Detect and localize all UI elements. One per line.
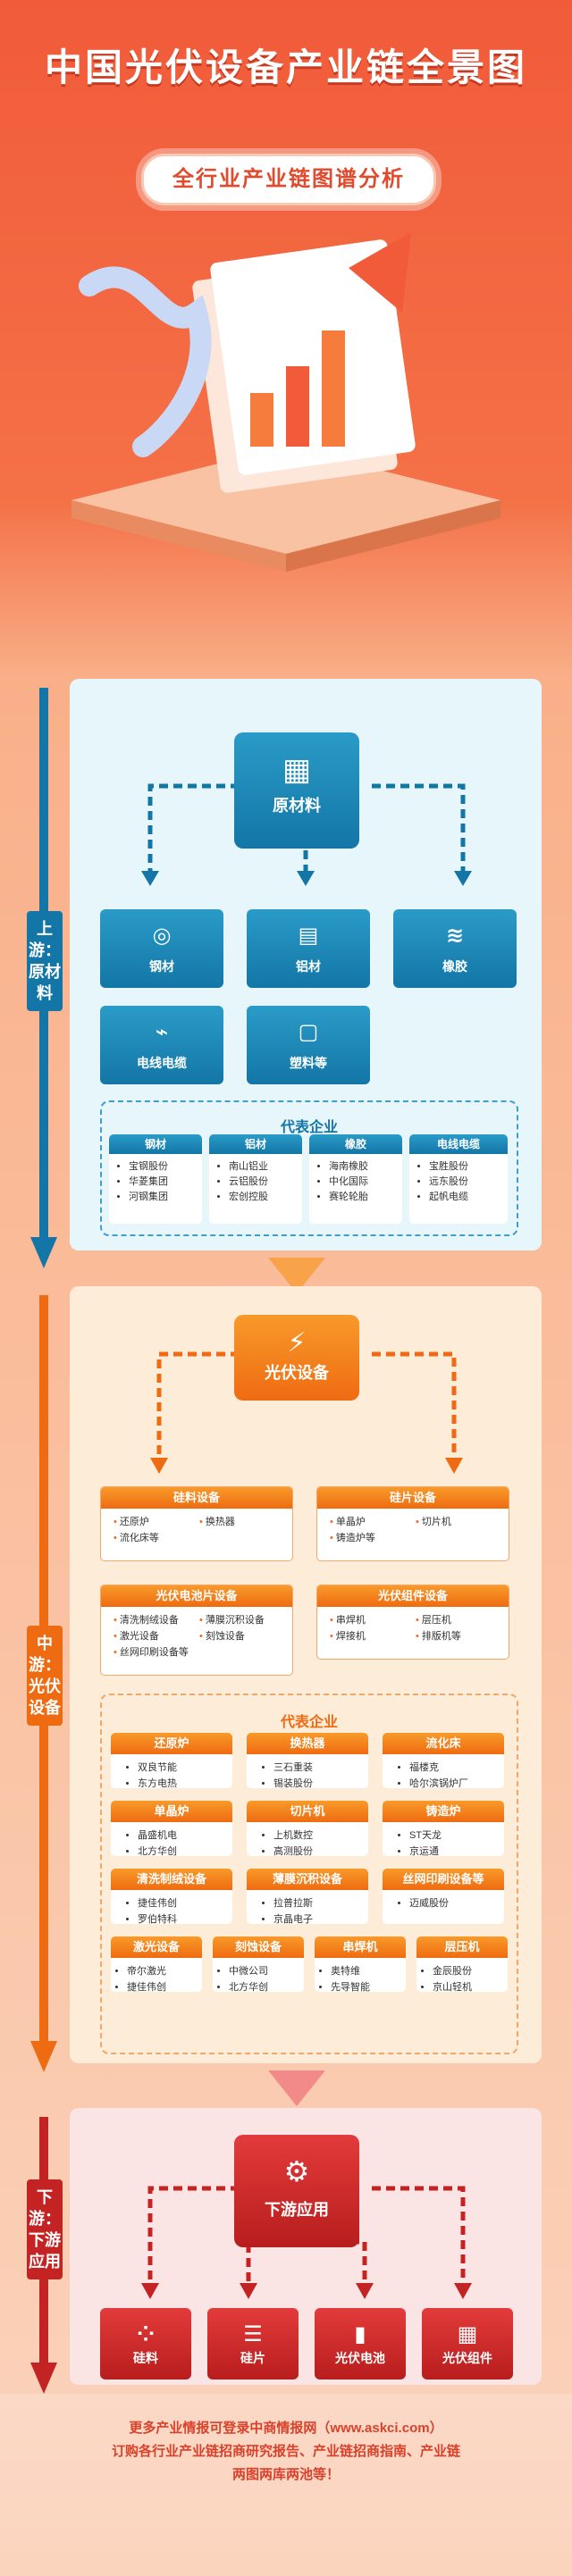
midstream-connectors bbox=[150, 1351, 463, 1474]
company-box: 清洗制绒设备捷佳伟创罗伯特科 bbox=[111, 1869, 232, 1924]
midstream-hub: ⚡ 光伏设备 bbox=[234, 1315, 359, 1401]
midstream-rep-title: 代表企业 bbox=[280, 1715, 338, 1730]
company-box: 铸造炉ST天龙京运通 bbox=[383, 1801, 504, 1856]
company-box: 激光设备帝尔激光捷佳伟创 bbox=[111, 1936, 202, 1992]
equip-module: 光伏组件设备串焊机层压机焊接机排版机等 bbox=[316, 1585, 509, 1660]
upstream-rep-box: 代表企业 bbox=[100, 1100, 518, 1236]
app-silicon: ⁘硅料 bbox=[100, 2308, 191, 2379]
category-rubber: ≋橡胶 bbox=[393, 909, 517, 988]
ribbon-icon bbox=[79, 266, 212, 457]
page-title: 中国光伏设备产业链全景图 bbox=[44, 46, 527, 88]
company-box: 串焊机奥特维先导智能 bbox=[315, 1936, 406, 1992]
company-box: 刻蚀设备中微公司北方华创 bbox=[213, 1936, 304, 1992]
upstream-rep-rubber: 橡胶海南橡胶中化国际赛轮轮胎 bbox=[309, 1134, 402, 1224]
upstream-hub: ▦ 原材料 bbox=[234, 732, 359, 849]
company-box: 层压机金辰股份京山轻机 bbox=[416, 1936, 508, 1992]
bar-icon bbox=[250, 393, 273, 447]
app-module: ▦光伏组件 bbox=[422, 2308, 513, 2379]
footer-line3: 两图两库两池等！ bbox=[231, 2467, 340, 2482]
plastic-icon: ▢ bbox=[298, 1020, 319, 1044]
solar-panel-icon: ⚡ bbox=[287, 1328, 307, 1358]
footer-line2: 订购各行业产业链招商研究报告、产业链招商指南、产业链 bbox=[111, 2444, 460, 2459]
upstream-rep-cable: 电线电缆宝胜股份远东股份起帆电缆 bbox=[409, 1134, 508, 1224]
category-steel: ◎钢材 bbox=[100, 909, 223, 988]
upstream-rep-aluminum: 铝材南山铝业云铝股份宏创控股 bbox=[209, 1134, 302, 1224]
silicon-icon: ⁘ bbox=[136, 2322, 156, 2346]
raw-material-icon: ▦ bbox=[282, 753, 312, 787]
subtitle-pill: 全行业产业链图谱分析 bbox=[141, 154, 436, 205]
steel-icon: ◎ bbox=[152, 924, 172, 948]
app-wafer: ☰硅片 bbox=[207, 2308, 299, 2379]
aluminum-icon: ▤ bbox=[298, 924, 319, 948]
app-cell: ▮光伏电池 bbox=[315, 2308, 406, 2379]
upstream-hub-label: 原材料 bbox=[273, 797, 321, 815]
upstream-stage-label: 上游：原材料 bbox=[27, 911, 63, 1011]
upstream-connectors bbox=[141, 783, 472, 886]
category-plastic: ▢塑料等 bbox=[247, 1006, 370, 1084]
category-cable: ⌁电线电缆 bbox=[100, 1006, 223, 1084]
arrow-up-icon bbox=[349, 232, 411, 313]
company-box: 还原炉双良节能东方电热 bbox=[111, 1733, 232, 1788]
midstream-stage-label: 中游：光伏设备 bbox=[27, 1626, 63, 1726]
down-chevron-icon bbox=[268, 2070, 325, 2106]
battery-icon: ▮ bbox=[354, 2322, 366, 2346]
hero-illustration bbox=[72, 232, 500, 572]
equip-cell: 光伏电池片设备清洗制绒设备薄膜沉积设备激光设备刻蚀设备丝网印刷设备等 bbox=[100, 1585, 293, 1676]
company-box: 流化床福楼克哈尔滨锅炉厂 bbox=[383, 1733, 504, 1788]
application-icon: ⚙ bbox=[283, 2155, 310, 2187]
wafer-icon: ☰ bbox=[243, 2322, 263, 2346]
footer-line1: 更多产业情报可登录中商情报网（www.askci.com） bbox=[129, 2421, 443, 2436]
downstream-hub: ⚙ 下游应用 bbox=[234, 2135, 359, 2247]
upstream-rep-title: 代表企业 bbox=[280, 1120, 338, 1135]
company-box: 换热器三石重装锡装股份 bbox=[247, 1733, 368, 1788]
category-aluminum: ▤铝材 bbox=[247, 909, 370, 988]
downstream-stage-label: 下游：下游应用 bbox=[27, 2179, 63, 2279]
equip-silicon-material: 硅料设备还原炉换热器流化床等 bbox=[100, 1486, 293, 1561]
downstream-hub-label: 下游应用 bbox=[265, 2201, 329, 2219]
midstream-rep-box: 代表企业 bbox=[100, 1694, 518, 2054]
solar-module-icon: ▦ bbox=[457, 2322, 478, 2346]
company-box: 薄膜沉积设备拉普拉斯京晶电子 bbox=[247, 1869, 368, 1924]
cable-icon: ⌁ bbox=[155, 1020, 169, 1044]
company-box: 切片机上机数控高测股份 bbox=[247, 1801, 368, 1856]
upstream-rep-steel: 钢材宝钢股份华菱集团河钢集团 bbox=[109, 1134, 202, 1224]
company-box: 丝网印刷设备等迈威股份 bbox=[383, 1869, 504, 1924]
midstream-hub-label: 光伏设备 bbox=[265, 1364, 329, 1382]
footer-bar bbox=[0, 2394, 572, 2576]
footer: 更多产业情报可登录中商情报网（www.askci.com） 订购各行业产业链招商… bbox=[0, 2417, 572, 2487]
equip-wafer: 硅片设备单晶炉切片机铸造炉等 bbox=[316, 1486, 509, 1561]
company-box: 单晶炉晶盛机电北方华创 bbox=[111, 1801, 232, 1856]
rubber-icon: ≋ bbox=[445, 924, 465, 948]
down-chevron-icon bbox=[268, 1258, 325, 1293]
